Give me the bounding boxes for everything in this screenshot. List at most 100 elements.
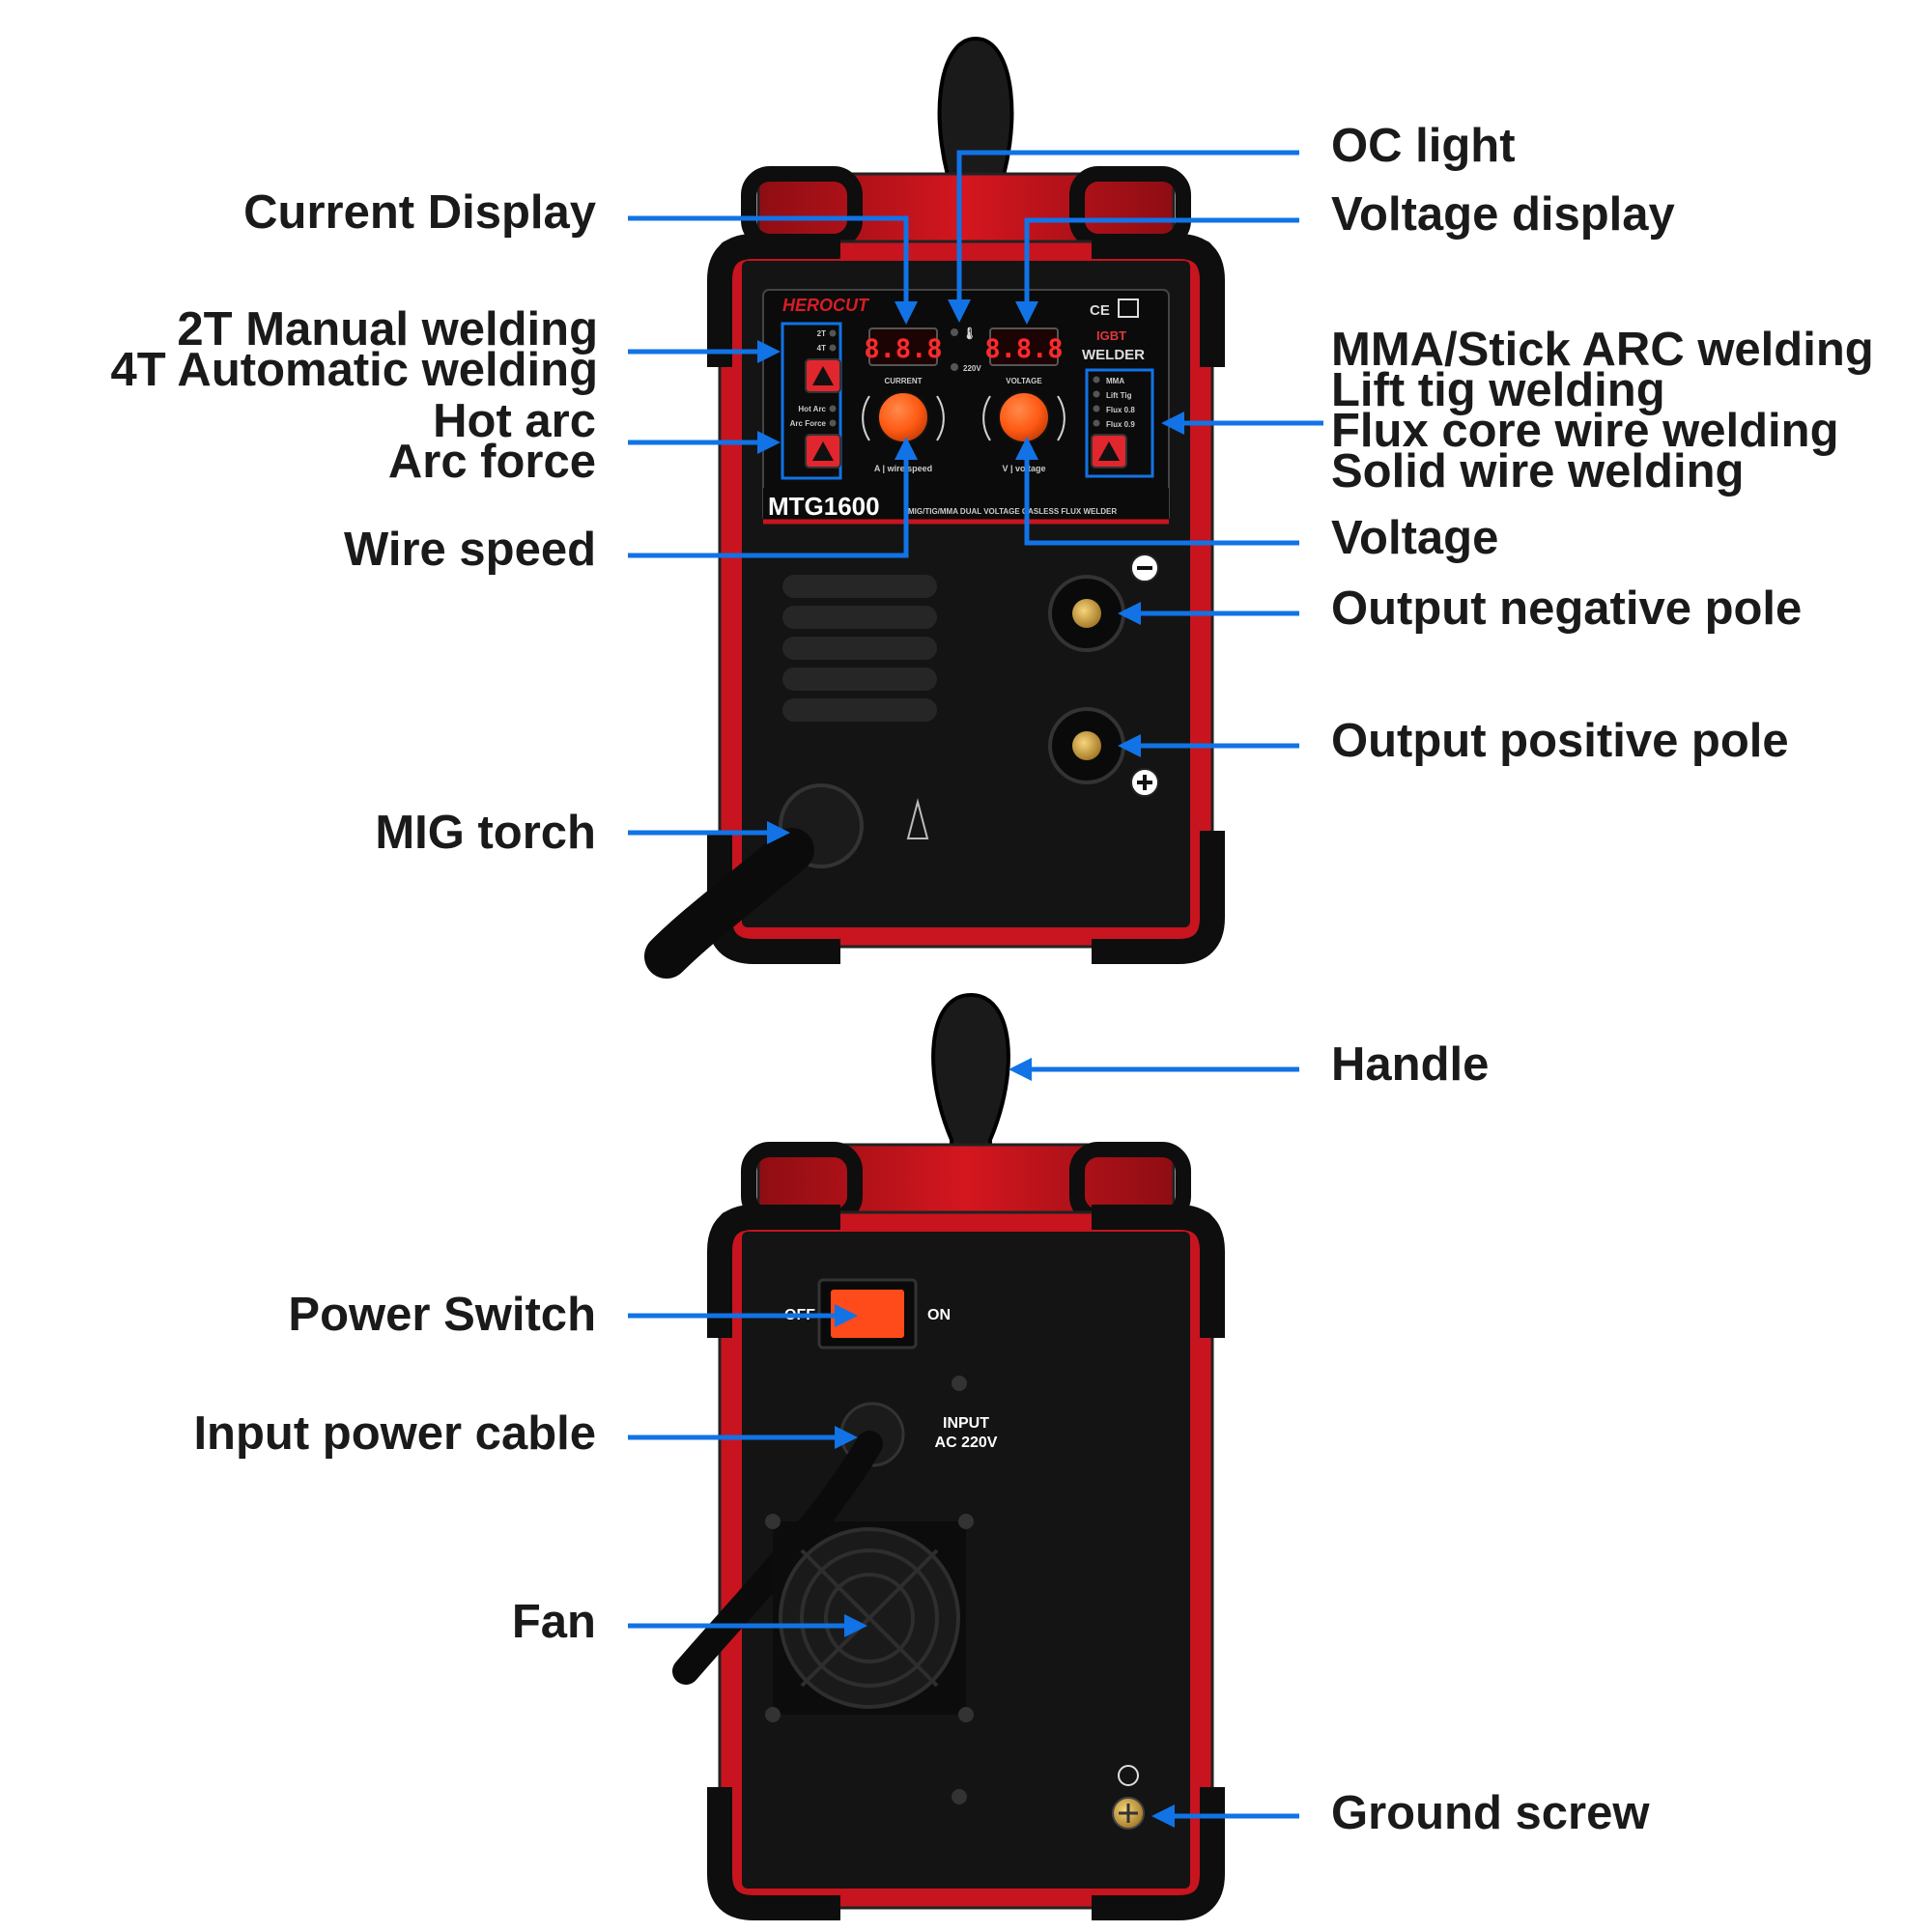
arrowhead-oc-light bbox=[948, 299, 971, 323]
indicator-220v-led bbox=[951, 363, 958, 371]
voltage-display bbox=[989, 327, 1059, 366]
panel-mode-1: MMA bbox=[1106, 377, 1124, 385]
switch-on-text: ON bbox=[927, 1307, 951, 1323]
model-name: MTG1600 bbox=[768, 492, 880, 521]
igbt-badge: IGBT bbox=[1096, 328, 1126, 343]
led-2t bbox=[829, 329, 837, 337]
plus-icon-bar-v bbox=[1143, 775, 1147, 790]
arrowhead-fan bbox=[844, 1614, 867, 1637]
led-hot-arc bbox=[829, 405, 837, 412]
rear-bumper-tl bbox=[707, 1205, 840, 1338]
left-mode-box bbox=[781, 322, 842, 480]
label-mig-torch: MIG torch bbox=[375, 807, 596, 859]
arrowhead-input-cable bbox=[835, 1426, 858, 1449]
label-hot-arc: Hot arc bbox=[433, 395, 596, 447]
front-bumper-tl bbox=[707, 234, 840, 367]
callout-labels: Current Display OC light Voltage display… bbox=[110, 120, 1873, 1839]
arrowhead-handle bbox=[1009, 1058, 1032, 1081]
rear-welder: OFF ON INPUT AC 220V bbox=[672, 992, 1225, 1920]
torch-symbol-icon bbox=[906, 798, 929, 839]
right-mode-box bbox=[1085, 368, 1154, 478]
led-mode-3 bbox=[1093, 405, 1100, 412]
arrowhead-ground-screw bbox=[1151, 1804, 1175, 1828]
front-welder: HEROCUT CE IGBT WELDER 8.8.8 CURRENT 8.8… bbox=[644, 36, 1225, 979]
knob-right-scale-r bbox=[1057, 395, 1065, 441]
mig-torch-cable bbox=[644, 828, 814, 979]
current-caption: CURRENT bbox=[884, 377, 922, 385]
ce-mark: CE bbox=[1090, 302, 1110, 319]
current-display bbox=[868, 327, 938, 366]
certification-icon bbox=[1118, 298, 1139, 318]
arrowhead-pos-pole bbox=[1118, 734, 1141, 757]
arrowhead-voltage-display bbox=[1015, 301, 1038, 325]
button-hot-arc-arrow-icon bbox=[812, 441, 834, 461]
arrow-wire-speed bbox=[628, 454, 909, 558]
label-2t-manual: 2T Manual welding bbox=[177, 303, 598, 355]
input-label-line1: INPUT bbox=[943, 1415, 989, 1432]
indicator-220v-text: 220V bbox=[963, 364, 981, 373]
arrowhead-power-switch bbox=[835, 1304, 858, 1327]
label-power-switch: Power Switch bbox=[288, 1289, 596, 1341]
rear-bumper-bl bbox=[707, 1787, 840, 1920]
positive-terminal-brass bbox=[1072, 731, 1101, 760]
fan-screw-tl bbox=[765, 1514, 781, 1529]
knob-right-caption: V | voltage bbox=[1002, 464, 1045, 473]
thermometer-icon: 🌡 bbox=[962, 327, 977, 340]
label-voltage-display: Voltage display bbox=[1331, 188, 1675, 241]
brand-logo: HEROCUT bbox=[782, 296, 870, 315]
arrowhead-hot-arc bbox=[757, 431, 781, 454]
ground-symbol-icon bbox=[1118, 1765, 1139, 1786]
knob-left-caption: A | wire speed bbox=[874, 464, 932, 473]
fan-ring-2 bbox=[824, 1573, 915, 1663]
label-ground-screw: Ground screw bbox=[1331, 1787, 1650, 1839]
rear-screw-bottom bbox=[952, 1789, 967, 1804]
knob-left-scale-r bbox=[936, 395, 945, 441]
arrow-voltage bbox=[1024, 454, 1299, 546]
fan-screw-bl bbox=[765, 1707, 781, 1722]
label-oc-light: OC light bbox=[1331, 120, 1516, 172]
rear-bumper-tr bbox=[1092, 1205, 1225, 1338]
front-bumper-br bbox=[1092, 831, 1225, 964]
rear-screw-top bbox=[952, 1376, 967, 1391]
arrowhead-2t4t bbox=[757, 340, 781, 363]
button-2t4t-arrow-icon bbox=[812, 366, 834, 385]
negative-terminal-brass bbox=[1072, 599, 1101, 628]
led-mode-4 bbox=[1093, 419, 1100, 427]
fan-ring-1 bbox=[800, 1548, 939, 1688]
knob-left-scale-l bbox=[862, 395, 870, 441]
label-wire-speed: Wire speed bbox=[344, 524, 596, 576]
fan-screw-br bbox=[958, 1707, 974, 1722]
voltage-display-value: 8.8.8 bbox=[984, 334, 1063, 364]
model-subtitle: MIG/TIG/MMA DUAL VOLTAGE GASLESS FLUX WE… bbox=[908, 507, 1117, 516]
panel-mode-4: Flux 0.9 bbox=[1106, 420, 1135, 429]
led-4t bbox=[829, 344, 837, 352]
led-mode-1 bbox=[1093, 376, 1100, 384]
label-mma: MMA/Stick ARC welding bbox=[1331, 324, 1874, 376]
voltage-caption: VOLTAGE bbox=[1006, 377, 1042, 385]
label-voltage: Voltage bbox=[1331, 512, 1498, 564]
arrowhead-current-display bbox=[895, 301, 918, 325]
arrow-current-display bbox=[628, 215, 909, 307]
model-strip bbox=[763, 488, 1169, 522]
arrow-voltage-display bbox=[1024, 217, 1299, 307]
label-arc-force: Arc force bbox=[388, 436, 596, 488]
panel-mode-3: Flux 0.8 bbox=[1106, 406, 1135, 414]
fan-screw-tr bbox=[958, 1514, 974, 1529]
arrow-oc-light bbox=[956, 150, 1299, 305]
knob-right-scale-l bbox=[982, 395, 991, 441]
panel-4t-text: 4T bbox=[817, 344, 826, 353]
front-vents bbox=[782, 575, 937, 722]
input-label-line2: AC 220V bbox=[935, 1435, 998, 1451]
wire-speed-knob[interactable] bbox=[877, 391, 929, 443]
panel-hot-arc-text: Hot Arc bbox=[798, 405, 826, 413]
fan-grill-2 bbox=[800, 1548, 939, 1688]
arrowhead-mig-torch bbox=[767, 821, 790, 844]
button-mode-arrow-icon bbox=[1098, 441, 1120, 461]
welder-badge: WELDER bbox=[1082, 347, 1145, 363]
panel-2t-text: 2T bbox=[817, 329, 826, 338]
power-switch[interactable] bbox=[831, 1290, 904, 1338]
arrowhead-wire-speed bbox=[895, 437, 918, 460]
voltage-knob[interactable] bbox=[998, 391, 1050, 443]
current-display-value: 8.8.8 bbox=[864, 334, 942, 364]
front-bumper-tr bbox=[1092, 234, 1225, 367]
